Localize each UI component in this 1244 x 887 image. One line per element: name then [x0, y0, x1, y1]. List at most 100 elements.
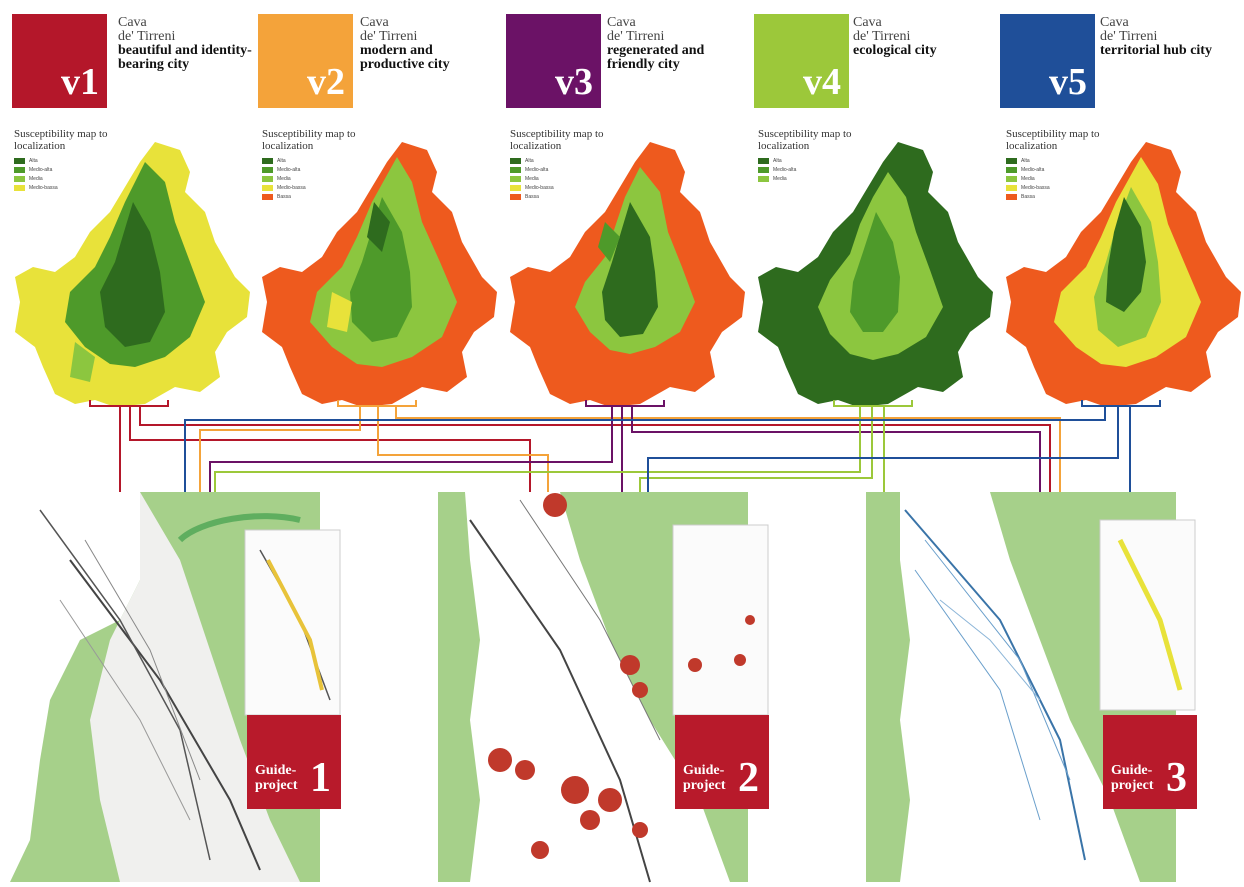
vision-title: regenerated and friendly city	[607, 43, 705, 72]
vision-code-box: v4	[754, 14, 849, 108]
legend-row: Alta	[758, 156, 898, 165]
legend-label: Medio-alta	[29, 166, 53, 173]
vision-code-box: v5	[1000, 14, 1095, 108]
vision-code: v2	[307, 61, 345, 103]
legend-label: Medio-alta	[525, 166, 549, 173]
susceptibility-map-v4	[758, 142, 993, 407]
city-name-2: de' Tirreni	[118, 29, 176, 44]
legend-row: Media	[758, 174, 898, 183]
legend-row: Medio-alta	[758, 165, 898, 174]
guide-project-label: Guide-project	[683, 763, 726, 793]
legend-row: Medio-alta	[14, 165, 154, 174]
guide-project-number: 1	[310, 755, 331, 801]
legend-items: Alta Medio-alta Media	[758, 156, 898, 183]
vision-code-box: v1	[12, 14, 107, 108]
susceptibility-map-v1	[15, 142, 250, 407]
legend-row: Bassa	[1006, 192, 1146, 201]
legend-items: Alta Medio-alta Media Medio-bassa	[14, 156, 154, 192]
legend-row: Bassa	[510, 192, 650, 201]
vision-title: ecological city	[853, 43, 937, 58]
city-name: Cava	[853, 15, 882, 30]
legend-label: Medio-alta	[277, 166, 301, 173]
legend-title: Susceptibility map to localization	[14, 128, 108, 152]
connector-lines	[89, 400, 1161, 492]
susceptibility-legend-v1: Susceptibility map to localization Alta …	[14, 128, 154, 192]
guide-project-2-badge: Guide-project 2	[675, 715, 769, 809]
legend-label: Bassa	[1021, 193, 1035, 200]
legend-row: Medio-alta	[1006, 165, 1146, 174]
legend-label: Media	[525, 175, 539, 182]
city-name: Cava	[360, 15, 389, 30]
guide-project-3-badge: Guide-project 3	[1103, 715, 1197, 809]
susceptibility-map-v3	[510, 142, 745, 407]
susceptibility-legend-v5: Susceptibility map to localization Alta …	[1006, 128, 1146, 201]
legend-items: Alta Medio-alta Media Medio-bassa Bassa	[1006, 156, 1146, 201]
legend-row: Medio-bassa	[14, 183, 154, 192]
guide-project-label: Guide-project	[255, 763, 298, 793]
susceptibility-legend-v3: Susceptibility map to localization Alta …	[510, 128, 650, 201]
city-name-2: de' Tirreni	[607, 29, 665, 44]
legend-label: Media	[1021, 175, 1035, 182]
legend-items: Alta Medio-alta Media Medio-bassa Bassa	[510, 156, 650, 201]
legend-label: Medio-bassa	[277, 184, 306, 191]
legend-row: Media	[14, 174, 154, 183]
legend-label: Bassa	[277, 193, 291, 200]
susceptibility-legend-v2: Susceptibility map to localization Alta …	[262, 128, 402, 201]
legend-label: Medio-bassa	[29, 184, 58, 191]
legend-row: Media	[1006, 174, 1146, 183]
susceptibility-map-v5	[1006, 142, 1241, 407]
legend-label: Alta	[29, 157, 38, 164]
city-name-2: de' Tirreni	[853, 29, 911, 44]
guide-project-number: 3	[1166, 755, 1187, 801]
city-map-2	[438, 492, 769, 883]
susceptibility-legend-v4: Susceptibility map to localization Alta …	[758, 128, 898, 183]
legend-label: Medio-alta	[773, 166, 797, 173]
legend-row: Medio-alta	[510, 165, 650, 174]
city-map-1	[10, 492, 341, 882]
vision-code: v5	[1049, 61, 1087, 103]
legend-label: Medio-bassa	[525, 184, 554, 191]
legend-label: Media	[29, 175, 43, 182]
legend-row: Media	[262, 174, 402, 183]
legend-label: Media	[277, 175, 291, 182]
legend-label: Medio-bassa	[1021, 184, 1050, 191]
vision-code: v4	[803, 61, 841, 103]
city-name-2: de' Tirreni	[360, 29, 418, 44]
guide-project-label: Guide-project	[1111, 763, 1154, 793]
city-name-2: de' Tirreni	[1100, 29, 1158, 44]
guide-project-1-badge: Guide-project 1	[247, 715, 341, 809]
susceptibility-map-v2	[262, 142, 497, 407]
legend-row: Alta	[262, 156, 402, 165]
city-map-3	[866, 492, 1196, 882]
legend-row: Medio-bassa	[262, 183, 402, 192]
vision-title: beautiful and identity-bearing city	[118, 43, 252, 72]
legend-label: Bassa	[525, 193, 539, 200]
legend-row: Media	[510, 174, 650, 183]
city-name: Cava	[1100, 15, 1129, 30]
vision-code-box: v2	[258, 14, 353, 108]
vision-code: v1	[61, 61, 99, 103]
legend-row: Medio-bassa	[510, 183, 650, 192]
legend-row: Alta	[510, 156, 650, 165]
legend-row: Medio-alta	[262, 165, 402, 174]
legend-label: Media	[773, 175, 787, 182]
vision-code: v3	[555, 61, 593, 103]
legend-title: Susceptibility map to localization	[510, 128, 604, 152]
legend-label: Alta	[773, 157, 782, 164]
legend-title: Susceptibility map to localization	[262, 128, 356, 152]
legend-title: Susceptibility map to localization	[758, 128, 852, 152]
legend-row: Alta	[14, 156, 154, 165]
legend-label: Alta	[277, 157, 286, 164]
legend-row: Alta	[1006, 156, 1146, 165]
vision-title: modern and productive city	[360, 43, 450, 72]
legend-row: Bassa	[262, 192, 402, 201]
legend-title: Susceptibility map to localization	[1006, 128, 1100, 152]
city-name: Cava	[607, 15, 636, 30]
legend-label: Alta	[1021, 157, 1030, 164]
